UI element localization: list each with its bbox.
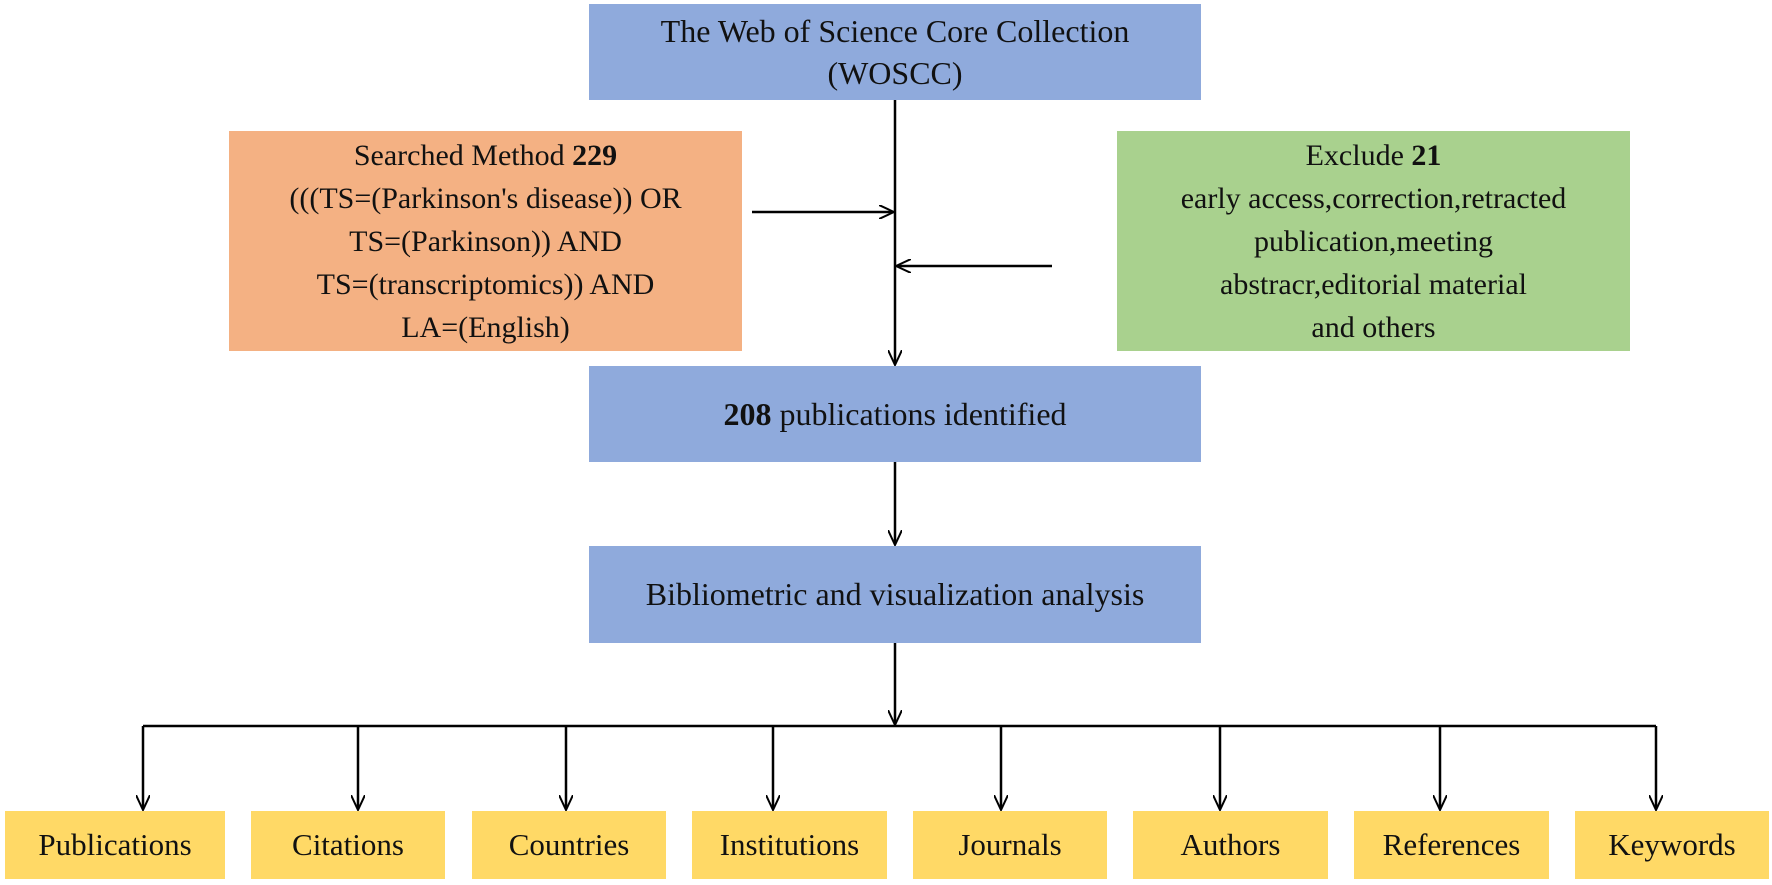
output-label: Publications [38, 827, 192, 862]
output-label: Institutions [719, 827, 860, 862]
output-box-institutions: Institutions [692, 811, 887, 879]
analysis-label: Bibliometric and visualization analysis [645, 576, 1145, 612]
search-query-line: LA=(English) [401, 310, 570, 344]
search-method-label: Searched Method [353, 138, 565, 172]
exclude-reason-line: publication,meeting [1253, 224, 1494, 258]
exclude-box: Exclude 21 early access,correction,retra… [1117, 131, 1630, 351]
output-box-countries: Countries [472, 811, 666, 879]
output-box-keywords: Keywords [1575, 811, 1769, 879]
search-query-line: TS=(transcriptomics)) AND [316, 267, 655, 301]
output-box-publications: Publications [5, 811, 225, 879]
output-box-journals: Journals [913, 811, 1107, 879]
search-method-heading: Searched Method 229 [354, 134, 617, 177]
database-title-line1: The Web of Science Core Collection [660, 13, 1130, 49]
search-query-line: (((TS=(Parkinson's disease)) OR [289, 181, 682, 215]
exclude-heading: Exclude 21 [1306, 134, 1442, 177]
output-box-authors: Authors [1133, 811, 1328, 879]
identified-count: 208 [723, 395, 772, 432]
exclude-count: 21 [1411, 138, 1442, 172]
output-label: Citations [292, 827, 404, 862]
output-label: References [1382, 827, 1521, 862]
database-title-line2: (WOSCC) [827, 55, 963, 91]
output-label: Authors [1180, 827, 1281, 862]
output-label: Countries [508, 827, 630, 862]
exclude-reason-line: early access,correction,retracted [1180, 181, 1567, 215]
analysis-box: Bibliometric and visualization analysis [589, 546, 1201, 643]
output-box-citations: Citations [251, 811, 445, 879]
database-box: The Web of Science Core Collection (WOSC… [589, 4, 1201, 100]
identified-text: 208 publications identified [723, 396, 1066, 433]
exclude-reason-line: and others [1311, 310, 1436, 344]
search-query-line: TS=(Parkinson)) AND [349, 224, 622, 258]
output-label: Journals [958, 827, 1062, 862]
identified-label: publications identified [779, 395, 1067, 432]
search-method-count: 229 [572, 138, 618, 172]
exclude-reason-line: abstracr,editorial material [1220, 267, 1527, 301]
identified-box: 208 publications identified [589, 366, 1201, 462]
output-label: Keywords [1608, 827, 1736, 862]
search-method-box: Searched Method 229 (((TS=(Parkinson's d… [229, 131, 742, 351]
output-box-references: References [1354, 811, 1549, 879]
exclude-label: Exclude [1305, 138, 1404, 172]
